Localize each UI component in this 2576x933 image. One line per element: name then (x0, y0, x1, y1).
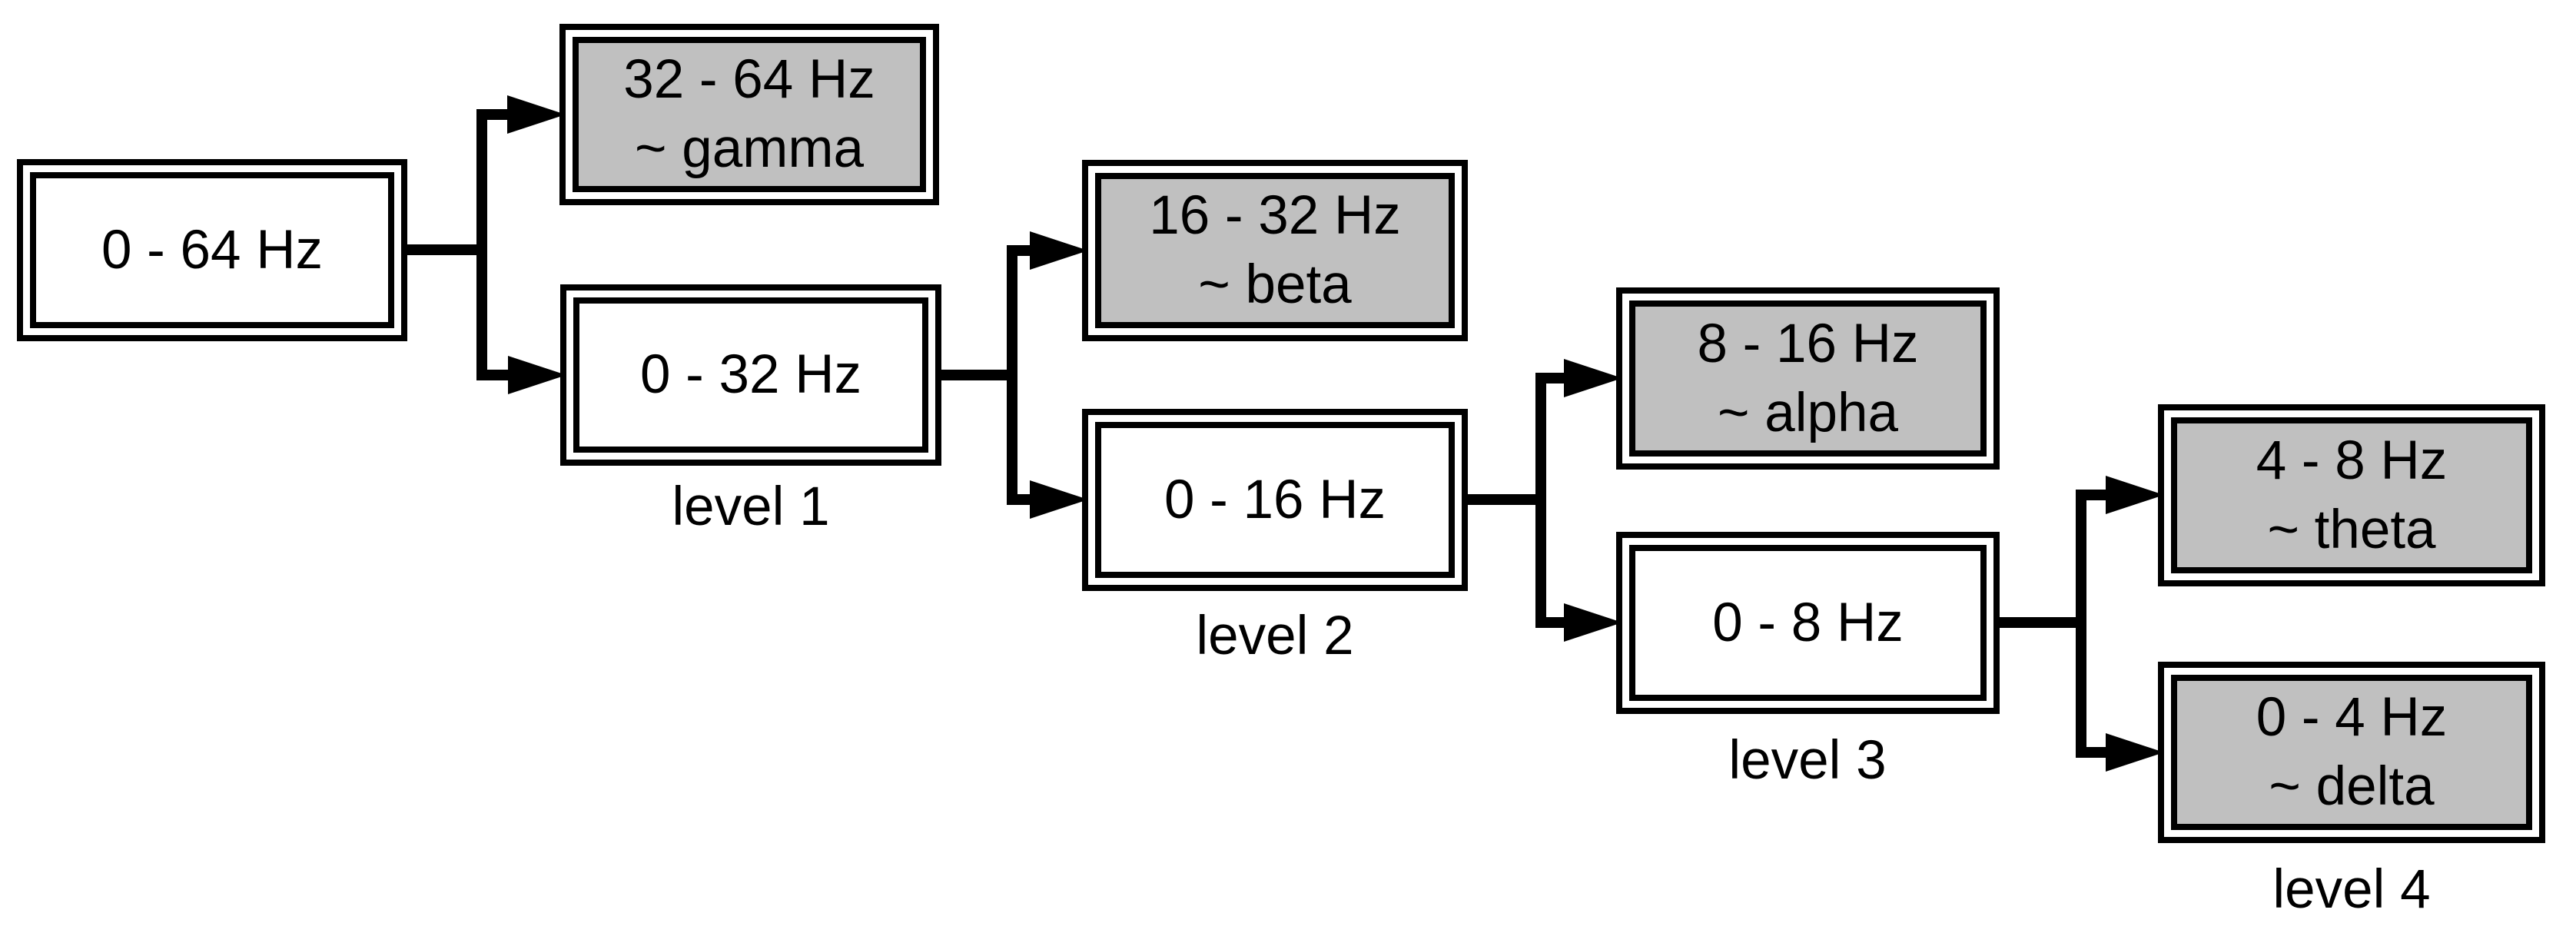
level-1-label: level 1 (672, 476, 830, 537)
node-range-label: 0 - 4 Hz (2256, 687, 2448, 748)
arrowhead-icon (1030, 231, 1088, 270)
node-range-label: 8 - 16 Hz (1697, 313, 1919, 374)
connector-branch (2076, 490, 2106, 758)
arrowhead-icon (2106, 476, 2164, 514)
connector-branch (1007, 245, 1030, 505)
node-inner-box: 0 - 8 Hz (1629, 545, 1987, 701)
node-delta-0-4hz: 0 - 4 Hz ~ delta (2158, 662, 2545, 843)
connector-branch (476, 109, 508, 380)
node-range-label: 16 - 32 Hz (1149, 185, 1401, 246)
arrowhead-icon (1564, 359, 1622, 397)
node-range-label: 0 - 8 Hz (1712, 592, 1904, 653)
level-4-label: level 4 (2272, 859, 2431, 920)
connector-split-level-4 (2000, 476, 2164, 772)
node-range-label: 0 - 64 Hz (101, 219, 324, 281)
connector-branch (1535, 373, 1564, 628)
node-theta-4-8hz: 4 - 8 Hz ~ theta (2158, 404, 2545, 586)
node-inner-box: 0 - 16 Hz (1095, 422, 1455, 578)
connector-split-level-1 (407, 95, 566, 394)
node-inner-box: 0 - 4 Hz ~ delta (2171, 675, 2532, 830)
node-approx-0-32hz: 0 - 32 Hz (560, 284, 941, 466)
node-inner-box: 0 - 32 Hz (573, 297, 928, 453)
node-beta-16-32hz: 16 - 32 Hz ~ beta (1082, 160, 1468, 341)
node-band-label: ~ theta (2267, 499, 2436, 560)
node-band-label: ~ alpha (1718, 382, 1898, 443)
node-inner-box: 0 - 64 Hz (30, 172, 394, 328)
connector-split-level-3 (1468, 359, 1622, 642)
arrowhead-icon (2106, 733, 2164, 772)
node-approx-0-8hz: 0 - 8 Hz (1616, 532, 2000, 714)
node-band-label: ~ beta (1198, 254, 1352, 315)
node-band-label: ~ gamma (635, 118, 864, 179)
connector-split-level-2 (941, 231, 1088, 519)
node-signal-0-64hz: 0 - 64 Hz (17, 159, 407, 341)
arrowhead-icon (508, 356, 566, 394)
level-2-label: level 2 (1196, 606, 1354, 666)
arrowhead-icon (1564, 603, 1622, 642)
node-band-label: ~ delta (2269, 756, 2435, 817)
node-inner-box: 16 - 32 Hz ~ beta (1095, 173, 1455, 328)
arrowhead-icon (507, 95, 566, 134)
node-range-label: 0 - 32 Hz (639, 344, 862, 405)
node-approx-0-16hz: 0 - 16 Hz (1082, 409, 1468, 591)
node-gamma-32-64hz: 32 - 64 Hz ~ gamma (559, 24, 939, 205)
node-range-label: 32 - 64 Hz (623, 49, 875, 110)
node-inner-box: 32 - 64 Hz ~ gamma (573, 37, 926, 192)
node-inner-box: 8 - 16 Hz ~ alpha (1629, 300, 1987, 457)
arrowhead-icon (1030, 480, 1088, 519)
node-alpha-8-16hz: 8 - 16 Hz ~ alpha (1616, 287, 2000, 470)
node-range-label: 4 - 8 Hz (2256, 430, 2448, 491)
level-3-label: level 3 (1728, 730, 1887, 791)
node-range-label: 0 - 16 Hz (1164, 469, 1386, 530)
node-inner-box: 4 - 8 Hz ~ theta (2171, 417, 2532, 573)
